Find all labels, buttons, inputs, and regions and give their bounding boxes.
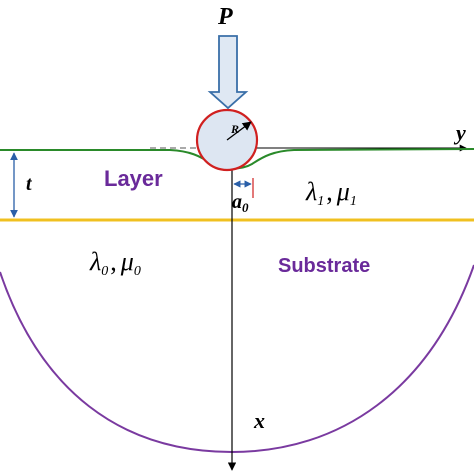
radius-arrow	[226, 121, 252, 141]
substrate-boundary	[0, 264, 474, 454]
thickness-label: t	[26, 173, 33, 195]
y-axis-label: y	[453, 120, 466, 145]
contact-label: a0	[232, 191, 249, 215]
load-label: P	[217, 4, 233, 30]
substrate-label: Substrate	[278, 255, 370, 277]
layer-params: λ1,μ1	[305, 177, 357, 209]
layer-label: Layer	[104, 166, 163, 191]
load-arrow	[207, 35, 249, 110]
x-axis-label: x	[253, 408, 265, 433]
substrate-params: λ0,μ0	[89, 247, 141, 279]
radius-label: R	[230, 122, 239, 136]
